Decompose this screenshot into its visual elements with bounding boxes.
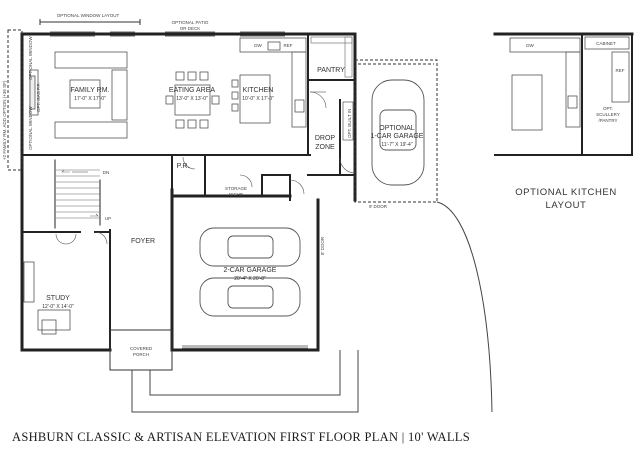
- family-rm-bump-out: [7, 29, 23, 171]
- cars-2-car-garage: [199, 227, 301, 317]
- dw-label: DW: [254, 43, 262, 48]
- garage1-dim: 11'-7" X 19'-4": [381, 142, 412, 148]
- family-rm-dim: 17'-0" X 17'-0": [74, 96, 106, 102]
- opt-built-in-note: OPT. BUILT IN: [347, 109, 352, 138]
- kitchen-name: KITCHEN: [243, 87, 274, 94]
- stairs-up-label: UP: [105, 216, 111, 221]
- opt-ref-label: REF: [616, 68, 625, 73]
- drop-zone-name-1: DROP: [315, 135, 336, 142]
- optional-patio-note-1: OPTIONAL PATIO: [172, 20, 209, 25]
- walkway-lines: [131, 201, 493, 413]
- pr-name: P.R.: [177, 163, 190, 170]
- eating-area-name: EATING AREA: [169, 87, 215, 94]
- optional-1-car-garage: [354, 59, 438, 203]
- rear-windows: [50, 31, 285, 37]
- scullery-1: OPT.: [603, 106, 613, 111]
- drop-zone-name-2: ZONE: [315, 144, 335, 151]
- family-rm-name: FAMILY RM.: [70, 87, 109, 94]
- garage1-name-1: OPTIONAL: [379, 125, 415, 132]
- door-9-note: 9' DOOR: [369, 204, 388, 209]
- ref-label: REF: [284, 43, 293, 48]
- dining-table: [165, 71, 220, 129]
- stairs: [56, 169, 100, 219]
- optional-patio-note-2: OR DECK: [180, 26, 201, 31]
- foyer-name: FOYER: [131, 238, 155, 245]
- garage1-name-2: 1-CAR GARAGE: [371, 133, 424, 140]
- covered-porch: [109, 329, 173, 371]
- pantry-shelves: [310, 36, 353, 78]
- cabinet-label: CABINET: [596, 41, 616, 46]
- optional-kitchen-layout-title-2: LAYOUT: [546, 200, 587, 211]
- porch-name-1: COVERED: [130, 346, 153, 351]
- optional-window-layout-marker: [39, 19, 141, 25]
- optional-kitchen-fixtures: [509, 36, 630, 131]
- optional-kitchen-walls: [493, 32, 634, 156]
- optional-window-layout-note: OPTIONAL WINDOW LAYOUT: [57, 13, 120, 18]
- pantry-name: PANTRY: [317, 67, 345, 74]
- storage-niche-2: NICHE: [229, 192, 243, 197]
- study-name: STUDY: [46, 295, 70, 302]
- opt-gas-fp-note: OPT. GAS F.P.: [36, 83, 41, 112]
- scullery-3: /PANTRY: [598, 118, 617, 123]
- scullery-2: SCULLERY: [596, 112, 620, 117]
- optional-window-note-top: OPTIONAL WINDOW: [28, 36, 33, 80]
- optional-window-note-bottom: OPTIONAL WINDOW: [28, 106, 33, 150]
- opt-dw-label: DW: [526, 43, 534, 48]
- family-rm-add-option-note: +2 FAMILY RM. ADD OPTION (+36 SF): [2, 80, 7, 160]
- car-1: [371, 79, 425, 186]
- kitchen-dim: 10'-0" X 17'-0": [242, 96, 274, 102]
- study-dim: 12'-0" X 14'-0": [42, 304, 74, 310]
- exterior-walls: [20, 32, 357, 352]
- door-8-note: 8' DOOR: [320, 236, 325, 255]
- garage2-name: 2-CAR GARAGE: [224, 267, 277, 274]
- storage-niche-1: STORAGE: [225, 186, 247, 191]
- garage2-dim: 20'-4" X 20'-8": [234, 276, 266, 282]
- door-swings: [55, 91, 356, 245]
- optional-kitchen-layout-title-1: OPTIONAL KITCHEN: [515, 187, 617, 198]
- study-furniture: [23, 261, 71, 335]
- eating-area-dim: 13'-0" X 13'-0": [176, 96, 208, 102]
- stairs-dn-label: DN: [103, 170, 110, 175]
- porch-name-2: PORCH: [133, 352, 149, 357]
- opt-built-in: [342, 101, 354, 141]
- plan-title: ASHBURN CLASSIC & ARTISAN ELEVATION FIRS…: [12, 430, 470, 444]
- garage-door: [182, 345, 308, 349]
- family-rm-furniture: [29, 51, 128, 139]
- kitchen-fixtures: [231, 37, 307, 128]
